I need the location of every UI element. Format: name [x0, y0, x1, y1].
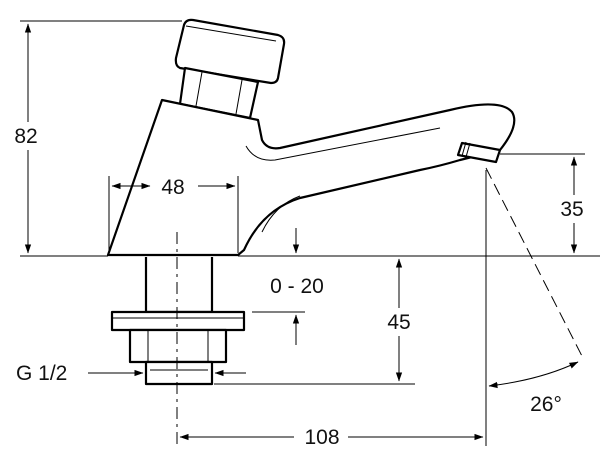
- dim-deck-thickness: 0 - 20: [252, 228, 324, 345]
- dim-82-label: 82: [14, 125, 37, 148]
- dim-45-label: 45: [387, 311, 410, 334]
- shank: [144, 257, 214, 314]
- lock-nut: [128, 328, 228, 364]
- dim-0-20-label: 0 - 20: [270, 275, 324, 298]
- angle-label: 26°: [530, 393, 562, 416]
- dim-35-label: 35: [560, 198, 583, 221]
- thread-end: [144, 360, 214, 386]
- dim-flow-angle: 26°: [488, 361, 579, 416]
- dim-thread: G 1/2: [16, 362, 246, 385]
- tap-outline: [106, 18, 516, 257]
- thread-label: G 1/2: [16, 362, 67, 385]
- dim-108-label: 108: [304, 426, 339, 449]
- dim-total-height: 82: [6, 20, 182, 257]
- push-button-cap: [174, 18, 286, 85]
- dim-spout-height: 35: [500, 153, 592, 254]
- dim-48-label: 48: [161, 176, 184, 199]
- construction-lines: [176, 167, 585, 445]
- dim-shank-length: 45: [214, 258, 422, 385]
- lock-washer: [110, 310, 246, 332]
- shank-assembly: [110, 257, 246, 386]
- dim-spout-reach: 108: [179, 170, 487, 450]
- dim-base-width: 48: [108, 176, 239, 253]
